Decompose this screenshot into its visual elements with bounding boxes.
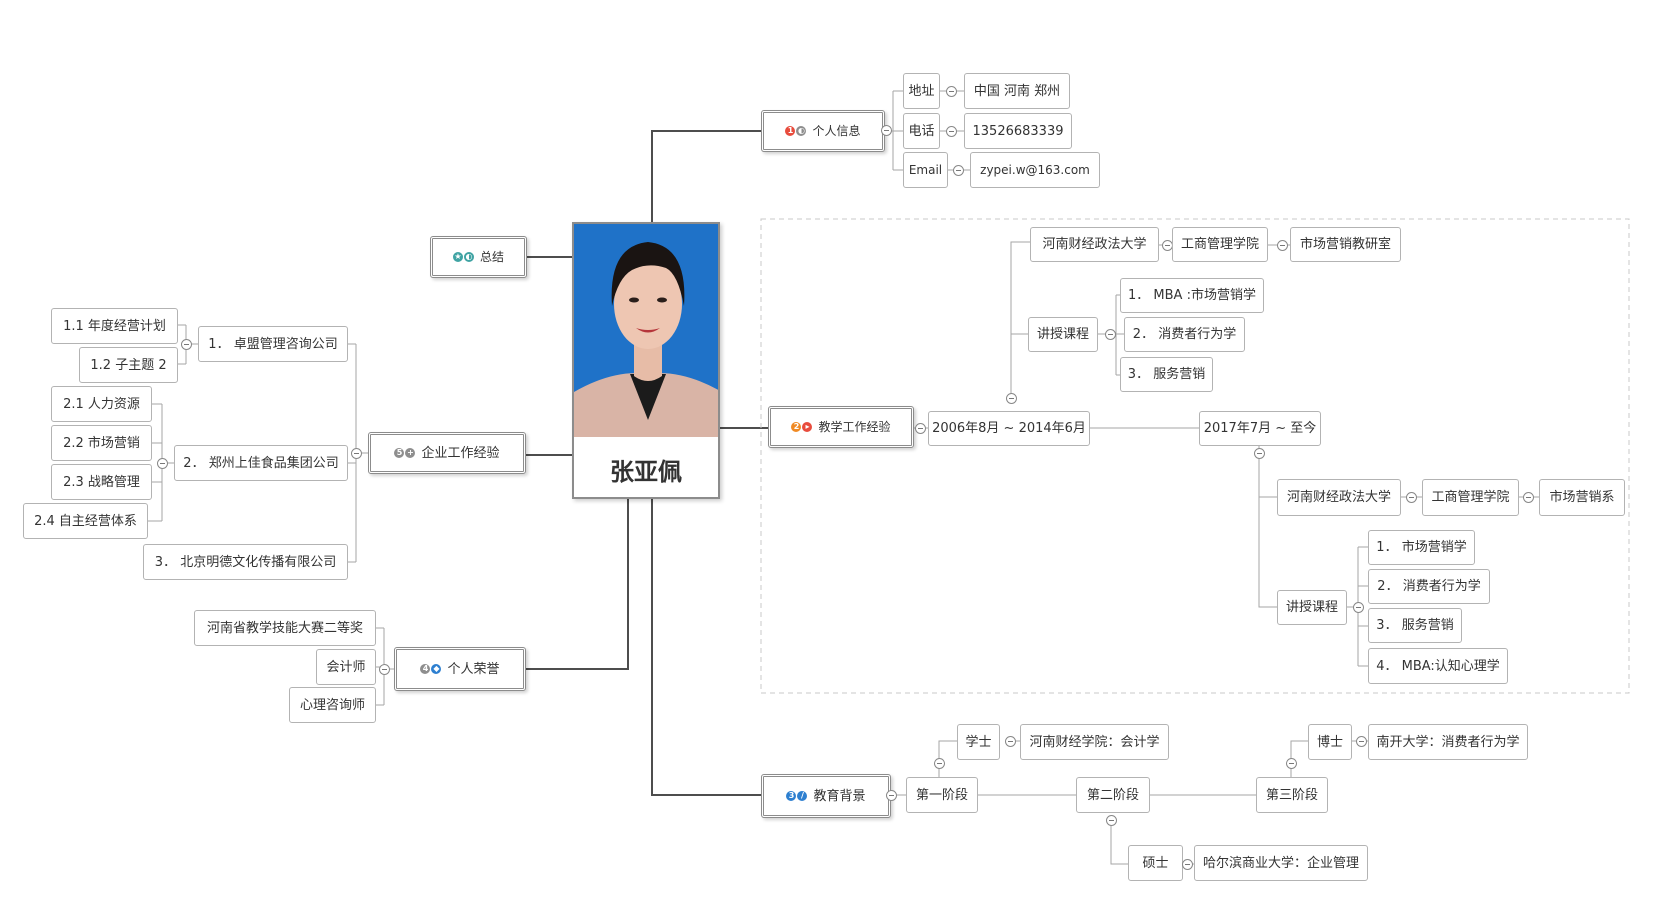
- university-period1[interactable]: 河南财经政法大学: [1030, 227, 1159, 262]
- dept-period1[interactable]: 市场营销教研室: [1290, 227, 1401, 262]
- fold-icon[interactable]: [1105, 329, 1116, 340]
- honor-item[interactable]: 心理咨询师: [289, 687, 376, 723]
- school-doctor[interactable]: 南开大学：消费者行为学: [1368, 724, 1528, 760]
- flag-icon: ▸: [802, 422, 813, 432]
- collapse-honors-button[interactable]: [379, 664, 390, 675]
- fold-icon[interactable]: [953, 165, 964, 176]
- fold-icon[interactable]: [1106, 815, 1117, 826]
- topic-honors[interactable]: 4◆ 个人荣誉: [394, 647, 526, 691]
- course-item[interactable]: 1． 市场营销学: [1368, 530, 1475, 565]
- company-item[interactable]: 3． 北京明德文化传播有限公司: [143, 544, 348, 580]
- fold-icon[interactable]: [934, 758, 945, 769]
- central-topic[interactable]: 张亚佩: [572, 222, 720, 499]
- courses-period1[interactable]: 讲授课程: [1028, 317, 1098, 352]
- progress-icon: ◐: [796, 126, 807, 136]
- progress-icon: ◐: [463, 252, 474, 262]
- fold-icon[interactable]: [181, 339, 192, 350]
- period-2006-2014[interactable]: 2006年8月 ~ 2014年6月: [928, 411, 1090, 446]
- company-subtopic[interactable]: 1.1 年度经营计划: [51, 308, 178, 344]
- collapse-period2-button[interactable]: [1254, 448, 1265, 459]
- degree-doctor[interactable]: 博士: [1308, 724, 1352, 760]
- degree-bachelor[interactable]: 学士: [957, 724, 1000, 760]
- star-icon: ★: [452, 252, 463, 262]
- pencil-icon: /: [797, 791, 808, 801]
- company-subtopic[interactable]: 2.2 市场营销: [51, 425, 152, 461]
- topic-summary[interactable]: ★◐ 总结: [430, 236, 527, 278]
- fold-icon[interactable]: [946, 86, 957, 97]
- floating-topic-boundary: [760, 218, 1630, 694]
- college-period1[interactable]: 工商管理学院: [1172, 227, 1268, 262]
- education-stage-2[interactable]: 第二阶段: [1076, 777, 1150, 813]
- info-value-email[interactable]: zypei.w@163.com: [970, 152, 1100, 188]
- course-item[interactable]: 1． MBA :市场营销学: [1120, 278, 1264, 313]
- company-subtopic[interactable]: 2.4 自主经营体系: [23, 503, 148, 539]
- college-period2[interactable]: 工商管理学院: [1422, 479, 1519, 516]
- plus-icon: +: [405, 448, 416, 458]
- topic-teaching-experience[interactable]: 2▸ 教学工作经验: [768, 406, 914, 448]
- company-subtopic[interactable]: 2.1 人力资源: [51, 386, 152, 422]
- course-item[interactable]: 3． 服务营销: [1120, 357, 1213, 392]
- topic-education[interactable]: 3/ 教育背景: [761, 774, 891, 818]
- topic-enterprise-experience[interactable]: 5+ 企业工作经验: [368, 432, 526, 474]
- info-value-phone[interactable]: 13526683339: [964, 113, 1072, 149]
- honor-item[interactable]: 河南省教学技能大赛二等奖: [194, 610, 376, 646]
- priority-2-icon: 2: [791, 422, 802, 432]
- fold-icon[interactable]: [1286, 758, 1297, 769]
- profile-photo: [574, 224, 718, 437]
- fold-icon[interactable]: [1005, 736, 1016, 747]
- course-item[interactable]: 2． 消费者行为学: [1368, 569, 1490, 604]
- priority-5-icon: 5: [394, 448, 405, 458]
- course-item[interactable]: 2． 消费者行为学: [1124, 317, 1245, 352]
- topic-personal-info[interactable]: 1◐ 个人信息: [761, 110, 885, 152]
- courses-period2[interactable]: 讲授课程: [1277, 590, 1347, 625]
- central-name: 张亚佩: [610, 457, 682, 486]
- fold-icon[interactable]: [1353, 602, 1364, 613]
- fold-icon[interactable]: [157, 458, 168, 469]
- info-value-address[interactable]: 中国 河南 郑州: [964, 73, 1070, 109]
- fold-icon[interactable]: [1406, 492, 1417, 503]
- company-item[interactable]: 1． 卓盟管理咨询公司: [198, 326, 348, 362]
- priority-4-icon: 4: [420, 664, 431, 674]
- collapse-enterprise-button[interactable]: [351, 448, 362, 459]
- education-stage-3[interactable]: 第三阶段: [1256, 777, 1328, 813]
- school-master[interactable]: 哈尔滨商业大学：企业管理: [1194, 845, 1368, 881]
- info-key-phone[interactable]: 电话: [903, 113, 940, 149]
- company-subtopic[interactable]: 2.3 战略管理: [51, 464, 152, 500]
- priority-3-icon: 3: [786, 791, 797, 801]
- priority-1-icon: 1: [785, 126, 796, 136]
- collapse-personal-button[interactable]: [881, 125, 892, 136]
- company-subtopic[interactable]: 1.2 子主题 2: [79, 347, 178, 383]
- company-item[interactable]: 2． 郑州上佳食品集团公司: [174, 445, 348, 481]
- collapse-education-button[interactable]: [886, 790, 897, 801]
- fold-icon[interactable]: [1182, 859, 1193, 870]
- school-bachelor[interactable]: 河南财经学院：会计学: [1020, 724, 1169, 760]
- degree-master[interactable]: 硕士: [1128, 845, 1183, 881]
- collapse-period1-button[interactable]: [1006, 393, 1017, 404]
- education-stage-1[interactable]: 第一阶段: [906, 777, 978, 813]
- fold-icon[interactable]: [1523, 492, 1534, 503]
- university-period2[interactable]: 河南财经政法大学: [1277, 479, 1401, 516]
- course-item[interactable]: 4． MBA:认知心理学: [1368, 648, 1508, 684]
- course-item[interactable]: 3． 服务营销: [1368, 608, 1462, 643]
- collapse-teaching-button[interactable]: [915, 423, 926, 434]
- chat-icon: ◆: [431, 664, 442, 674]
- dept-period2[interactable]: 市场营销系: [1539, 479, 1625, 516]
- period-2017-now[interactable]: 2017年7月 ~ 至今: [1199, 411, 1321, 446]
- fold-icon[interactable]: [946, 126, 957, 137]
- fold-icon[interactable]: [1277, 240, 1288, 251]
- info-key-address[interactable]: 地址: [903, 73, 940, 109]
- honor-item[interactable]: 会计师: [316, 649, 376, 685]
- info-key-email[interactable]: Email: [903, 152, 948, 188]
- fold-icon[interactable]: [1356, 736, 1367, 747]
